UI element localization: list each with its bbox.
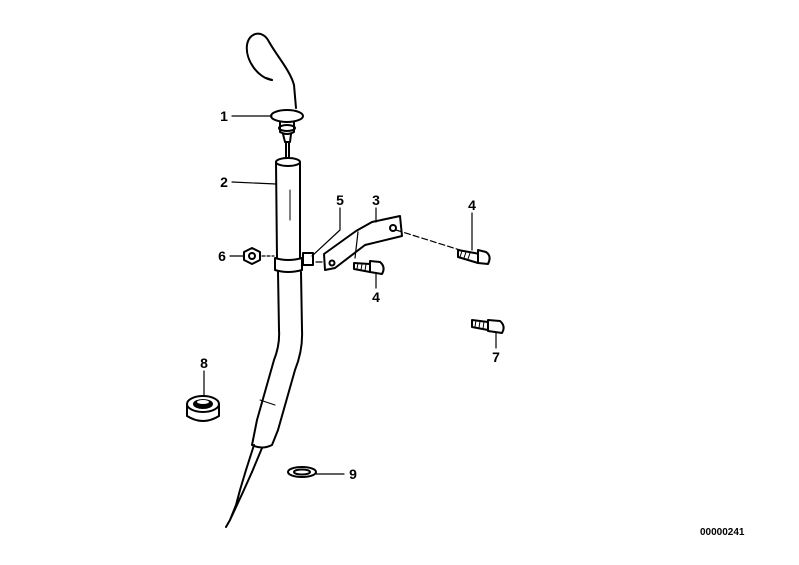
callout-2: 2	[220, 174, 228, 190]
callout-8: 8	[200, 355, 208, 371]
leader-lines	[203, 115, 497, 475]
part-7-stud	[471, 319, 505, 334]
part-2-guide-tube	[225, 157, 304, 528]
part-3-bracket	[315, 215, 461, 271]
part-6-nut	[243, 247, 275, 265]
part-4-screw-lower	[353, 260, 385, 275]
callout-1: 1	[220, 108, 228, 124]
callout-6: 6	[218, 248, 226, 264]
callout-9: 9	[349, 466, 357, 482]
callout-3: 3	[372, 192, 380, 208]
callout-7: 7	[492, 349, 500, 365]
callout-4-upper: 4	[468, 197, 476, 213]
part-5-clip	[302, 252, 314, 266]
part-1-plug	[270, 109, 304, 159]
part-4-screw-upper	[457, 249, 491, 265]
diagram-reference-number: 00000241	[700, 527, 745, 538]
dipstick-handle	[245, 32, 297, 109]
part-9-seal-ring	[287, 466, 317, 478]
callout-4-lower: 4	[372, 289, 380, 305]
part-8-grommet	[186, 395, 220, 422]
callout-5: 5	[336, 192, 344, 208]
